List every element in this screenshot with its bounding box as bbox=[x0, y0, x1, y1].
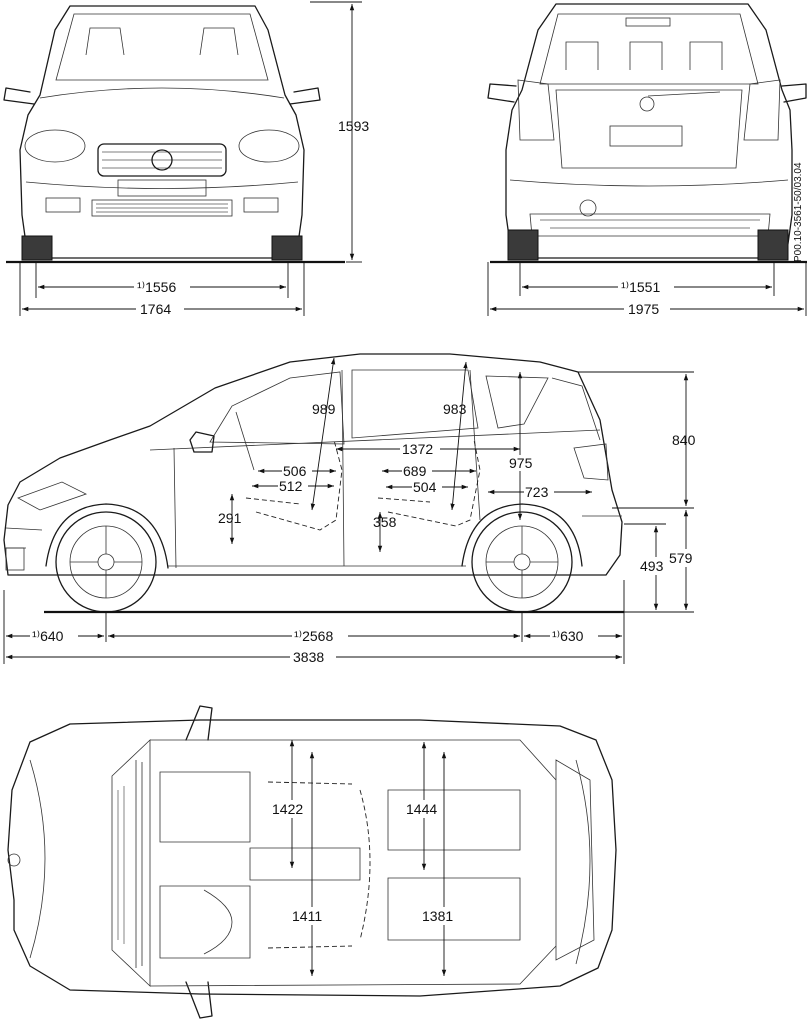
rear-window bbox=[539, 13, 759, 85]
top-front-seat-upper bbox=[159, 771, 251, 843]
rear-shoulder-width-label: 1444 bbox=[406, 801, 437, 817]
side-front-wheel-arch bbox=[45, 503, 169, 569]
front-lower-intake bbox=[91, 199, 233, 217]
width-label: 1764 bbox=[140, 301, 171, 317]
front-body-outline bbox=[19, 5, 305, 259]
front-mirror-left bbox=[3, 87, 35, 105]
side-rear-window-edge bbox=[551, 377, 601, 441]
side-door-cutline bbox=[173, 369, 481, 569]
top-body-outline bbox=[7, 719, 617, 997]
rear-sill-height-label: 358 bbox=[373, 514, 397, 530]
rear-underbody bbox=[529, 213, 771, 237]
front-headlight-left bbox=[24, 129, 86, 163]
side-view: 989 983 1372 506 512 689 504 975 723 291… bbox=[3, 353, 700, 665]
interior-length-label: 1372 bbox=[402, 441, 433, 457]
front-windshield bbox=[55, 13, 269, 81]
headroom-front-line bbox=[310, 357, 336, 511]
rear-taillight-left bbox=[517, 79, 555, 141]
rear-taillight-right bbox=[743, 79, 781, 141]
side-quarter-window bbox=[485, 375, 549, 429]
top-rear-seat-upper bbox=[387, 789, 521, 851]
rear-headrest-right bbox=[689, 41, 723, 70]
front-shoulder-width-label: 1422 bbox=[272, 801, 303, 817]
side-taillight bbox=[573, 443, 609, 481]
rear-mirror-right bbox=[781, 83, 807, 103]
rear-wiper bbox=[647, 91, 721, 97]
top-hood-line bbox=[29, 759, 46, 959]
rear-exhaust bbox=[579, 199, 597, 217]
rear-mirror-left bbox=[487, 83, 517, 103]
trunk-length-label: 723 bbox=[525, 484, 549, 500]
wheelbase-label: ¹⁾2568 bbox=[294, 628, 333, 644]
front-grille bbox=[97, 143, 227, 177]
top-star-emblem bbox=[7, 853, 21, 867]
rear-license-plate bbox=[609, 125, 683, 147]
side-headlight bbox=[17, 481, 88, 511]
front-overhang-label: ¹⁾640 bbox=[32, 628, 64, 644]
top-roof-lower-edge bbox=[149, 945, 557, 987]
front-star-emblem bbox=[151, 149, 173, 171]
front-seat-depth-label: 506 bbox=[283, 463, 307, 479]
top-rear-window bbox=[555, 759, 595, 961]
top-dashboard bbox=[135, 760, 143, 968]
front-tire-left bbox=[21, 235, 53, 261]
front-sill-height-label: 291 bbox=[218, 510, 242, 526]
top-mirror-upper bbox=[185, 705, 213, 741]
trunk-height-label: 975 bbox=[509, 455, 533, 471]
side-seat-outline-front bbox=[245, 439, 343, 531]
overall-length-label: 3838 bbox=[293, 649, 324, 665]
side-mirror bbox=[189, 431, 215, 453]
rear-track-label: ¹⁾1551 bbox=[621, 279, 660, 295]
rear-elbow-width-label: 1381 bbox=[422, 908, 453, 924]
top-roof-upper-edge bbox=[150, 739, 557, 781]
side-body-outline bbox=[3, 353, 623, 576]
top-rear-hatch bbox=[575, 759, 591, 965]
side-rear-door-window bbox=[351, 369, 479, 439]
height-label: 1593 bbox=[338, 118, 369, 134]
rear-legroom-label: 689 bbox=[403, 463, 427, 479]
headroom-rear-label: 983 bbox=[443, 401, 467, 417]
rear-tire-right bbox=[757, 229, 789, 261]
rear-view: P00.10-3561-50/03.04 ¹⁾1551 1975 bbox=[487, 3, 807, 317]
front-foglight-right bbox=[243, 197, 279, 213]
front-track-label: ¹⁾1556 bbox=[137, 279, 176, 295]
rear-tire-left bbox=[507, 229, 539, 261]
top-mirror-lower bbox=[185, 981, 213, 1019]
rear-tailgate bbox=[555, 89, 743, 169]
rear-headrest-center bbox=[629, 41, 663, 70]
rear-width-label: 1975 bbox=[628, 301, 659, 317]
top-front-seat-lower bbox=[159, 885, 251, 959]
front-tire-right bbox=[271, 235, 303, 261]
side-seat-outline-rear bbox=[377, 439, 481, 527]
top-rear-seat-lower bbox=[387, 877, 521, 941]
front-seat-left bbox=[85, 27, 125, 56]
front-mirror-right bbox=[289, 87, 321, 105]
front-elbow-width-label: 1411 bbox=[292, 908, 322, 924]
side-beltline bbox=[149, 429, 601, 451]
rear-body-outline bbox=[505, 3, 793, 259]
rear-seat-depth-label: 504 bbox=[413, 479, 437, 495]
front-headlight-right bbox=[238, 129, 300, 163]
top-center-console bbox=[249, 847, 361, 881]
headroom-front-label: 989 bbox=[312, 401, 336, 417]
front-seat-right bbox=[199, 27, 239, 56]
cargo-height-label: 840 bbox=[672, 432, 696, 448]
rear-star-emblem bbox=[639, 96, 655, 112]
top-view: 1422 1444 1411 1381 bbox=[7, 705, 617, 1019]
front-view: 1593 ¹⁾1556 1764 bbox=[3, 1, 369, 317]
front-hood-line bbox=[39, 87, 285, 99]
bumper-height-label: 579 bbox=[669, 550, 693, 566]
front-seat-width-label: 512 bbox=[279, 478, 303, 494]
front-foglight-left bbox=[45, 197, 81, 213]
rear-overhang-label: ¹⁾630 bbox=[552, 628, 584, 644]
drawing-code: P00.10-3561-50/03.04 bbox=[793, 162, 804, 262]
rear-brake-light bbox=[625, 17, 671, 27]
loading-sill-label: 493 bbox=[640, 558, 664, 574]
side-steering-wheel bbox=[235, 411, 255, 471]
top-steering-wheel bbox=[203, 889, 233, 955]
rear-headrest-left bbox=[565, 41, 599, 70]
side-front-bumper bbox=[5, 527, 43, 549]
